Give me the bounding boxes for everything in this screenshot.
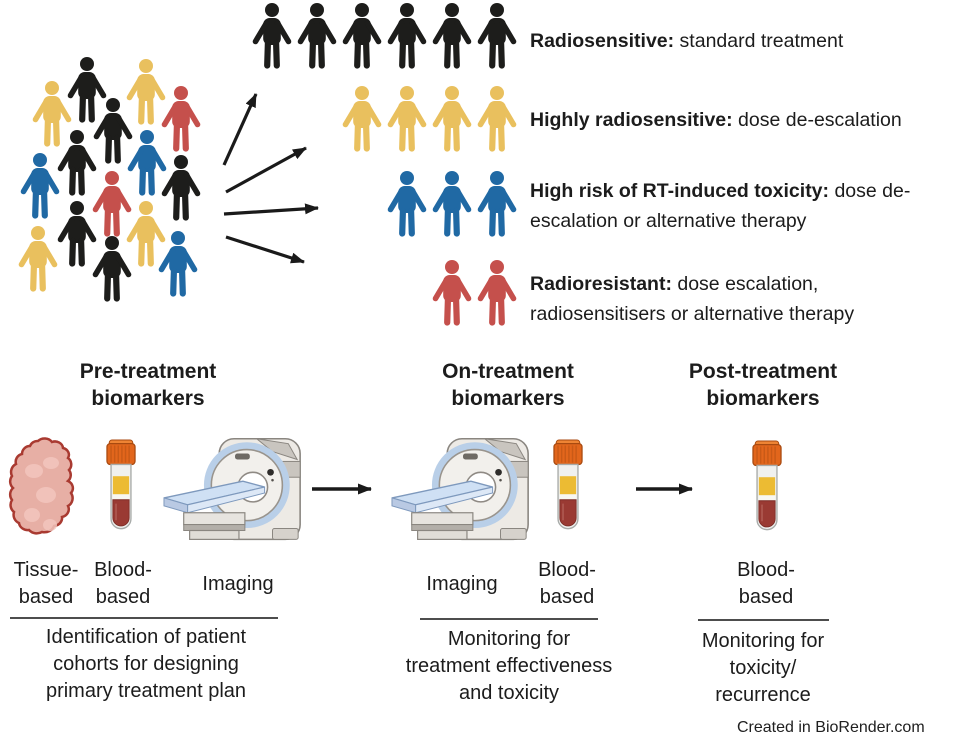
note-on-treatment: Monitoring for treatment effectiveness a… — [405, 628, 613, 704]
legend-rest: dose de- — [829, 180, 911, 202]
person-icon — [256, 3, 289, 66]
person-icon — [96, 171, 129, 234]
person-icon — [165, 86, 198, 149]
blood-tube-icon — [752, 440, 782, 531]
person-icon — [36, 81, 69, 144]
legend-line2: radiosensitisers or alternative therapy — [530, 303, 855, 325]
label-tissue-based: Tissue-based — [13, 559, 79, 608]
blood-tube-icon — [553, 439, 583, 530]
legend-bold: Highly radiosensitive: — [530, 109, 733, 131]
person-icon — [131, 130, 164, 193]
legend-rest: standard treatment — [674, 30, 844, 52]
person-icon — [61, 201, 94, 264]
person-icon — [130, 201, 163, 264]
person-icon — [61, 130, 94, 193]
arrow-icon — [223, 203, 319, 216]
legend-row-radiosensitive: Radiosensitive: standard treatment — [530, 26, 962, 56]
arrow-icon — [225, 146, 307, 194]
person-icon — [22, 226, 55, 289]
person-icon — [165, 155, 198, 218]
person-icon — [391, 3, 424, 66]
person-icon — [391, 86, 424, 149]
note-pre-treatment: Identification of patient cohorts for de… — [45, 626, 247, 702]
mri-scanner-icon — [392, 439, 528, 540]
legend-rest: dose de-escalation — [732, 109, 902, 131]
group-highly-radiosensitive-persons — [346, 86, 514, 149]
person-icon — [346, 86, 379, 149]
legend-bold: High risk of RT-induced toxicity: — [530, 180, 830, 202]
person-icon — [96, 236, 129, 299]
person-icon — [24, 153, 57, 216]
person-icon — [481, 260, 514, 323]
legend-bold: Radiosensitive: — [530, 30, 675, 52]
person-icon — [71, 57, 104, 120]
person-icon — [130, 59, 163, 122]
divider-post — [698, 619, 829, 621]
person-icon — [346, 3, 379, 66]
divider-pre — [10, 617, 278, 619]
label-imaging-pre: Imaging — [202, 573, 274, 595]
person-icon — [162, 231, 195, 294]
person-icon — [436, 260, 469, 323]
person-icon — [481, 3, 514, 66]
stratification-arrows — [222, 93, 319, 264]
label-blood-based-on: Blood-based — [538, 559, 596, 608]
group-radioresistant-persons — [436, 260, 514, 323]
person-icon — [301, 3, 334, 66]
legend-line2: escalation or alternative therapy — [530, 210, 807, 232]
person-icon — [391, 171, 424, 234]
person-icon — [436, 86, 469, 149]
label-imaging-on: Imaging — [426, 573, 498, 595]
person-icon — [481, 86, 514, 149]
legend-row-radioresistant: Radioresistant: dose escalation, radiose… — [530, 269, 962, 329]
label-blood-based-post: Blood-based — [737, 559, 795, 608]
patient-crowd — [22, 57, 198, 299]
group-rt-toxicity-persons — [391, 171, 514, 234]
person-icon — [97, 98, 130, 161]
person-icon — [436, 3, 469, 66]
legend-row-highly-radiosensitive: Highly radiosensitive: dose de-escalatio… — [530, 105, 962, 135]
person-icon — [481, 171, 514, 234]
divider-on — [420, 618, 598, 620]
group-radiosensitive-persons — [256, 3, 514, 66]
label-blood-based-pre: Blood-based — [94, 559, 152, 608]
legend-bold: Radioresistant: — [530, 273, 672, 295]
note-post-treatment: Monitoring for toxicity/ recurrence — [701, 630, 825, 706]
legend-row-rt-toxicity: High risk of RT-induced toxicity: dose d… — [530, 176, 962, 236]
mri-scanner-icon — [164, 439, 300, 540]
biorender-credit: Created in BioRender.com — [737, 719, 925, 736]
legend-rest: dose escalation, — [671, 273, 819, 295]
person-icon — [436, 171, 469, 234]
tissue-icon — [8, 437, 75, 535]
arrow-icon — [225, 235, 305, 264]
arrow-icon — [222, 93, 258, 166]
blood-tube-icon — [106, 439, 136, 530]
